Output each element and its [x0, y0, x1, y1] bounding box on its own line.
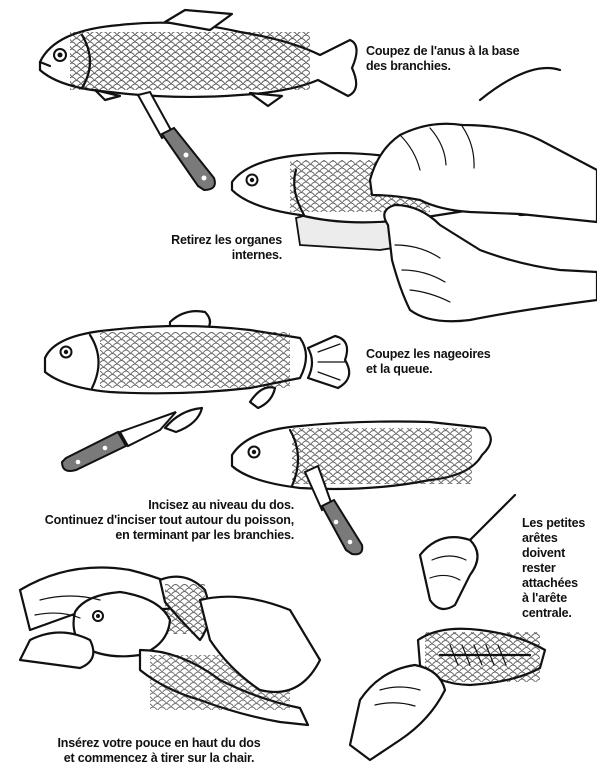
caption-line: des branchies.	[366, 59, 519, 74]
step1-whole-fish	[40, 10, 357, 106]
caption-line: Les petites	[522, 516, 585, 531]
step5-caption: Insérez votre pouce en haut du dos et co…	[18, 736, 300, 766]
caption-line: et la queue.	[366, 362, 491, 377]
step6-fillet	[350, 495, 545, 760]
caption-line: à l'arête	[522, 591, 585, 606]
caption-line: en terminant par les branchies.	[45, 528, 294, 543]
caption-line: Continuez d'inciser tout autour du poiss…	[45, 513, 294, 528]
caption-line: Incisez au niveau du dos.	[45, 498, 294, 513]
step5-pull-skin	[20, 568, 320, 726]
caption-line: Insérez votre pouce en haut du dos	[18, 736, 300, 751]
caption-line: Coupez les nageoires	[366, 347, 491, 362]
caption-line: arêtes	[522, 531, 585, 546]
step1-caption: Coupez de l'anus à la base des branchies…	[366, 44, 519, 74]
caption-line: Coupez de l'anus à la base	[366, 44, 519, 59]
caption-line: et commencez à tirer sur la chair.	[18, 751, 300, 766]
caption-line: rester	[522, 561, 585, 576]
step4-caption: Incisez au niveau du dos. Continuez d'in…	[45, 498, 294, 543]
caption-line: centrale.	[522, 606, 585, 621]
step3-fish-finless	[45, 311, 349, 432]
step1-knife	[138, 92, 215, 190]
caption-line: doivent	[522, 546, 585, 561]
step2-caption: Retirez les organes internes.	[171, 233, 282, 263]
caption-line: internes.	[171, 248, 282, 263]
step2-gutting	[232, 68, 597, 321]
step3-knife	[62, 412, 176, 471]
step6-caption: Les petites arêtes doivent rester attach…	[522, 516, 585, 621]
caption-line: Retirez les organes	[171, 233, 282, 248]
step3-caption: Coupez les nageoires et la queue.	[366, 347, 491, 377]
caption-line: attachées	[522, 576, 585, 591]
